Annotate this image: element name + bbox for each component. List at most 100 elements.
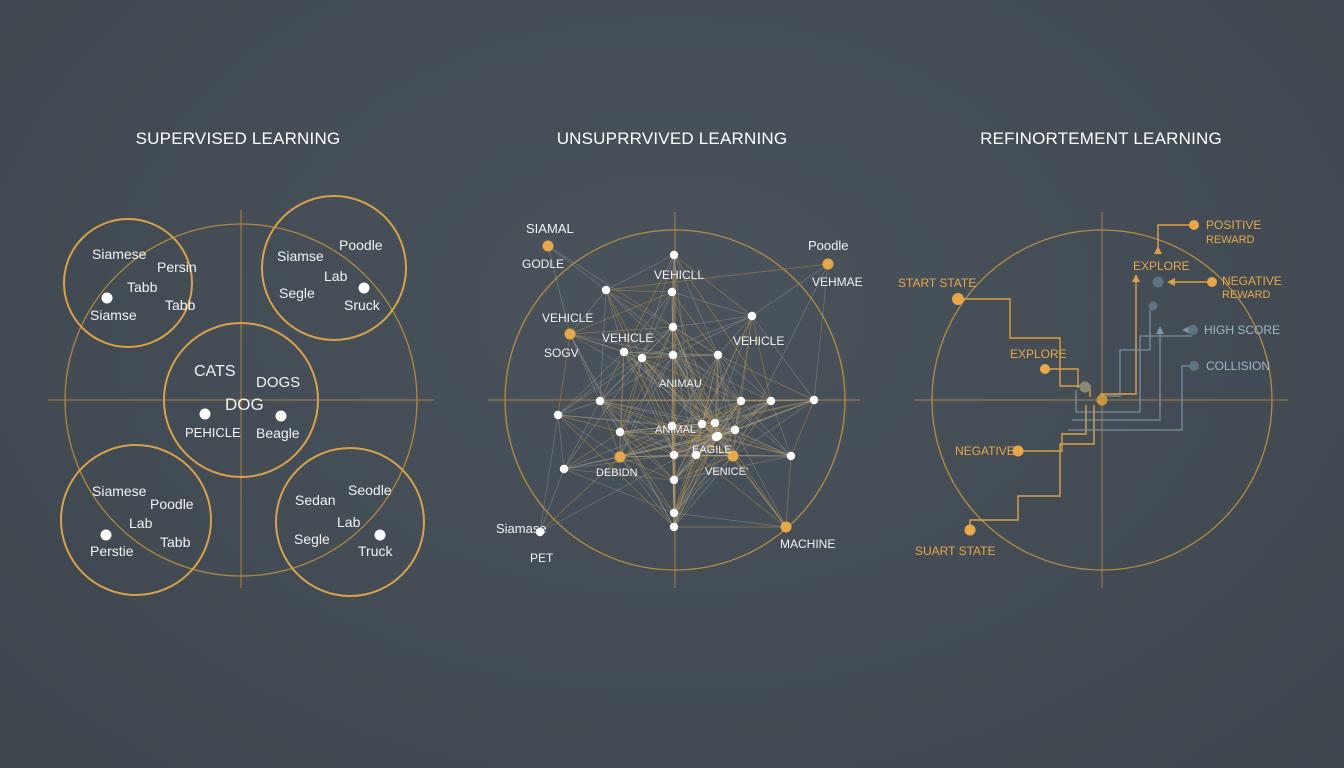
network-edge xyxy=(714,354,719,424)
network-edge xyxy=(557,400,601,416)
cluster-circle-bottom-left xyxy=(60,444,212,596)
network-edge xyxy=(641,357,675,456)
path-explore xyxy=(1045,368,1079,388)
network-node xyxy=(713,350,723,360)
network-edge xyxy=(619,351,625,458)
network-edge xyxy=(557,351,625,416)
network-edge xyxy=(740,399,815,402)
network-edge xyxy=(673,454,697,481)
network-edge xyxy=(734,429,792,457)
network-edge xyxy=(671,400,742,427)
network-edge xyxy=(717,354,742,402)
network-node xyxy=(595,396,605,406)
network-edge xyxy=(605,289,674,328)
network-edge xyxy=(673,429,736,528)
network-edge xyxy=(619,422,716,458)
network-edge xyxy=(715,436,787,528)
network-edge xyxy=(732,399,815,457)
network-edge xyxy=(671,326,674,427)
label-poodle: Poodle xyxy=(150,496,194,512)
network-edge xyxy=(569,291,673,335)
network-edge xyxy=(641,291,673,359)
network-edge xyxy=(619,456,675,528)
network-edge xyxy=(717,354,736,431)
supervised-outer-circle xyxy=(64,223,418,577)
network-edge xyxy=(695,454,787,528)
network-edge xyxy=(671,291,716,424)
network-edge xyxy=(623,351,675,456)
cluster-circle-center xyxy=(163,322,319,478)
network-edge xyxy=(599,354,674,402)
label-siamase: Siamase xyxy=(496,521,547,536)
label-vehicll: VEHICLL xyxy=(654,268,704,282)
network-edge xyxy=(539,468,565,533)
label-suart-state: SUART STATE xyxy=(915,544,995,558)
data-point xyxy=(199,408,211,420)
network-node xyxy=(637,353,647,363)
network-edge xyxy=(785,455,792,528)
network-edge xyxy=(672,354,697,456)
data-point xyxy=(358,282,370,294)
state-paths xyxy=(1068,310,1194,431)
arrow-left xyxy=(1167,278,1175,286)
network-edge xyxy=(563,431,621,470)
network-node xyxy=(697,419,707,429)
label-poodle: Poodle xyxy=(339,237,383,253)
network-node xyxy=(710,418,720,428)
node-agent xyxy=(1079,381,1091,393)
network-edge xyxy=(557,414,675,528)
label-pet: PET xyxy=(530,551,554,565)
network-edge xyxy=(599,400,673,427)
label-machine: MACHINE xyxy=(780,537,835,551)
label-dog: DOG xyxy=(225,395,264,414)
label-reward: REWARD xyxy=(1206,234,1255,246)
node-collision xyxy=(1189,361,1199,371)
network-node xyxy=(669,450,679,460)
network-edge xyxy=(672,354,734,457)
data-point xyxy=(374,529,386,541)
network-edge xyxy=(715,436,792,457)
network-edge xyxy=(619,326,674,433)
network-edge xyxy=(673,429,736,514)
label-siamal: SIAMAL xyxy=(526,221,574,236)
network-edge xyxy=(605,263,829,291)
network-edge xyxy=(623,291,673,353)
network-edge xyxy=(641,315,753,359)
network-edge xyxy=(563,429,736,470)
network-node xyxy=(535,527,545,537)
network-edge xyxy=(599,400,675,481)
label-persin: Persin xyxy=(157,259,197,275)
network-edge xyxy=(673,436,717,514)
network-edge xyxy=(619,431,675,514)
label-truck: Truck xyxy=(358,543,393,559)
node-origin xyxy=(1096,394,1108,406)
network-edge xyxy=(717,435,792,457)
network-edge xyxy=(673,254,719,356)
network-edge xyxy=(569,326,674,335)
label-siamese: Siamese xyxy=(92,246,147,262)
label-lab: Lab xyxy=(337,514,361,530)
network-edge xyxy=(717,435,787,528)
network-edge xyxy=(673,254,753,317)
network-edge xyxy=(569,333,643,359)
network-edge xyxy=(732,455,787,528)
network-edge xyxy=(790,399,815,457)
network-edge xyxy=(557,414,673,427)
cluster-circle-top-left xyxy=(63,218,193,348)
network-edge xyxy=(671,354,719,427)
network-node xyxy=(822,258,834,270)
network-node xyxy=(669,522,679,532)
network-edge xyxy=(557,333,571,416)
network-edge xyxy=(671,423,703,427)
network-edge xyxy=(672,354,736,431)
network-edge xyxy=(619,354,674,458)
path-suart-state xyxy=(969,405,1095,530)
network-edge xyxy=(623,351,673,427)
label-collision: COLLISION xyxy=(1206,359,1270,373)
network-edge xyxy=(641,326,674,359)
network-node xyxy=(601,285,611,295)
label-siamse: Siamse xyxy=(277,248,324,264)
label-start-state: START STATE xyxy=(898,276,976,290)
label-sogv: SOGV xyxy=(544,346,579,360)
network-edge xyxy=(717,354,815,401)
